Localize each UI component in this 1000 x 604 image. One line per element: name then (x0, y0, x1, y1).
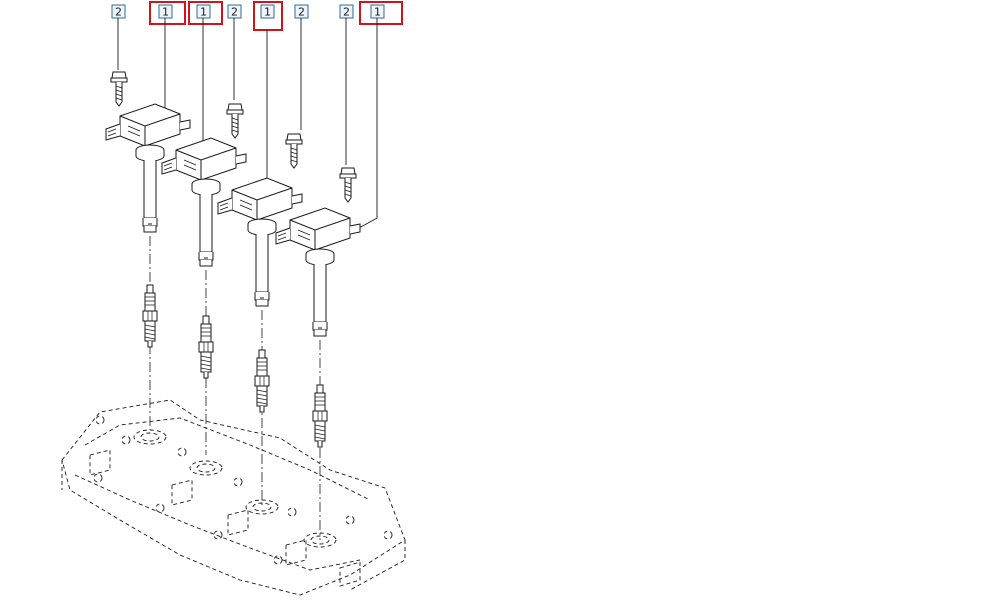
ignition-coil-3 (217, 177, 303, 307)
ignition-coil-4 (275, 207, 361, 337)
callout-4-label: 2 (231, 6, 238, 19)
callout-1-label: 2 (115, 6, 122, 19)
callout-2-highlight (149, 1, 186, 25)
callout-3[interactable]: 1 (188, 1, 223, 25)
cylinder-head (61, 399, 406, 596)
callout-4[interactable]: 2 (227, 4, 242, 19)
callout-7[interactable]: 2 (339, 4, 354, 19)
center-lines (149, 236, 321, 540)
bolt-3 (285, 133, 303, 169)
spark-plug-3 (254, 349, 270, 413)
callout-5-highlight (253, 1, 283, 31)
callout-3-highlight (188, 1, 223, 25)
callout-5[interactable]: 1 (253, 1, 283, 31)
callout-8-highlight (359, 1, 403, 25)
callout-7-label: 2 (343, 6, 350, 19)
spark-plug-2 (198, 315, 214, 379)
callout-2[interactable]: 1 (149, 1, 186, 25)
bolt-4 (339, 167, 357, 203)
bolt-1 (110, 71, 128, 107)
spark-plug-4 (312, 384, 328, 448)
callout-6[interactable]: 2 (294, 4, 309, 19)
spark-plug-1 (142, 284, 158, 348)
callout-8[interactable]: 1 (359, 1, 403, 25)
callout-5-label: 1 (264, 6, 271, 19)
callout-1[interactable]: 2 (111, 4, 126, 19)
callout-2-label: 1 (162, 6, 169, 19)
callout-8-label: 1 (374, 6, 381, 19)
bolt-2 (226, 103, 244, 139)
callout-6-label: 2 (298, 6, 305, 19)
callout-3-label: 1 (200, 6, 207, 19)
